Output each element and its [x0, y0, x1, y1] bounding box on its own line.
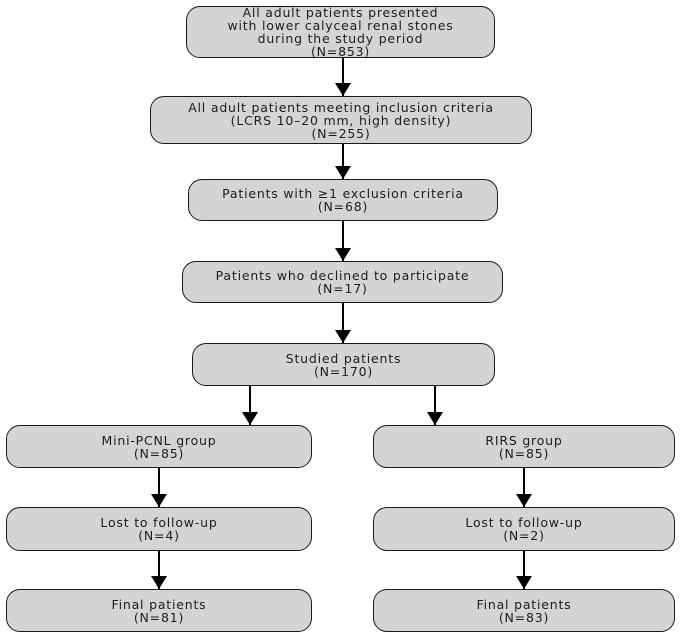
- flow-node-presented-text: All adult patients presented with lower …: [227, 5, 454, 59]
- arrow-studied-to-mini-pcnl: [249, 386, 251, 425]
- flow-node-lost-followup-right: Lost to follow-up (N=2): [373, 507, 675, 551]
- flow-node-rirs-group: RIRS group (N=85): [373, 425, 675, 468]
- flow-node-exclusion: Patients with ≥1 exclusion criteria (N=6…: [188, 179, 498, 221]
- arrow-rirs-to-lost: [523, 468, 525, 507]
- flow-node-lost-right-text: Lost to follow-up (N=2): [465, 515, 583, 543]
- arrow-lost-left-to-final: [158, 551, 160, 589]
- flow-node-final-right-text: Final patients (N=83): [476, 596, 572, 625]
- arrow-lost-right-to-final: [523, 551, 525, 589]
- flow-node-final-left-text: Final patients (N=81): [111, 596, 207, 625]
- flow-node-declined-text: Patients who declined to participate (N=…: [215, 268, 470, 296]
- arrow-presented-to-inclusion: [342, 58, 344, 96]
- flow-node-rirs-text: RIRS group (N=85): [485, 432, 563, 461]
- flow-node-studied-text: Studied patients (N=170): [285, 350, 402, 379]
- flow-node-inclusion-text: All adult patients meeting inclusion cri…: [188, 99, 494, 141]
- flow-node-lost-followup-left: Lost to follow-up (N=4): [6, 507, 312, 551]
- flow-node-inclusion: All adult patients meeting inclusion cri…: [150, 96, 532, 144]
- arrow-exclusion-to-declined: [342, 221, 344, 261]
- flow-node-exclusion-text: Patients with ≥1 exclusion criteria (N=6…: [222, 186, 464, 214]
- arrow-inclusion-to-exclusion: [342, 144, 344, 179]
- arrow-mini-pcnl-to-lost: [158, 468, 160, 507]
- flow-node-final-patients-right: Final patients (N=83): [373, 589, 675, 632]
- flow-node-studied: Studied patients (N=170): [192, 343, 495, 386]
- arrow-declined-to-studied: [342, 303, 344, 343]
- flow-node-declined: Patients who declined to participate (N=…: [182, 261, 503, 303]
- flow-node-mini-pcnl-text: Mini-PCNL group (N=85): [101, 432, 217, 461]
- flow-node-lost-left-text: Lost to follow-up (N=4): [100, 515, 218, 543]
- flow-node-presented: All adult patients presented with lower …: [186, 6, 495, 58]
- flow-node-mini-pcnl-group: Mini-PCNL group (N=85): [6, 425, 312, 468]
- arrow-studied-to-rirs: [434, 386, 436, 425]
- flow-node-final-patients-left: Final patients (N=81): [6, 589, 312, 632]
